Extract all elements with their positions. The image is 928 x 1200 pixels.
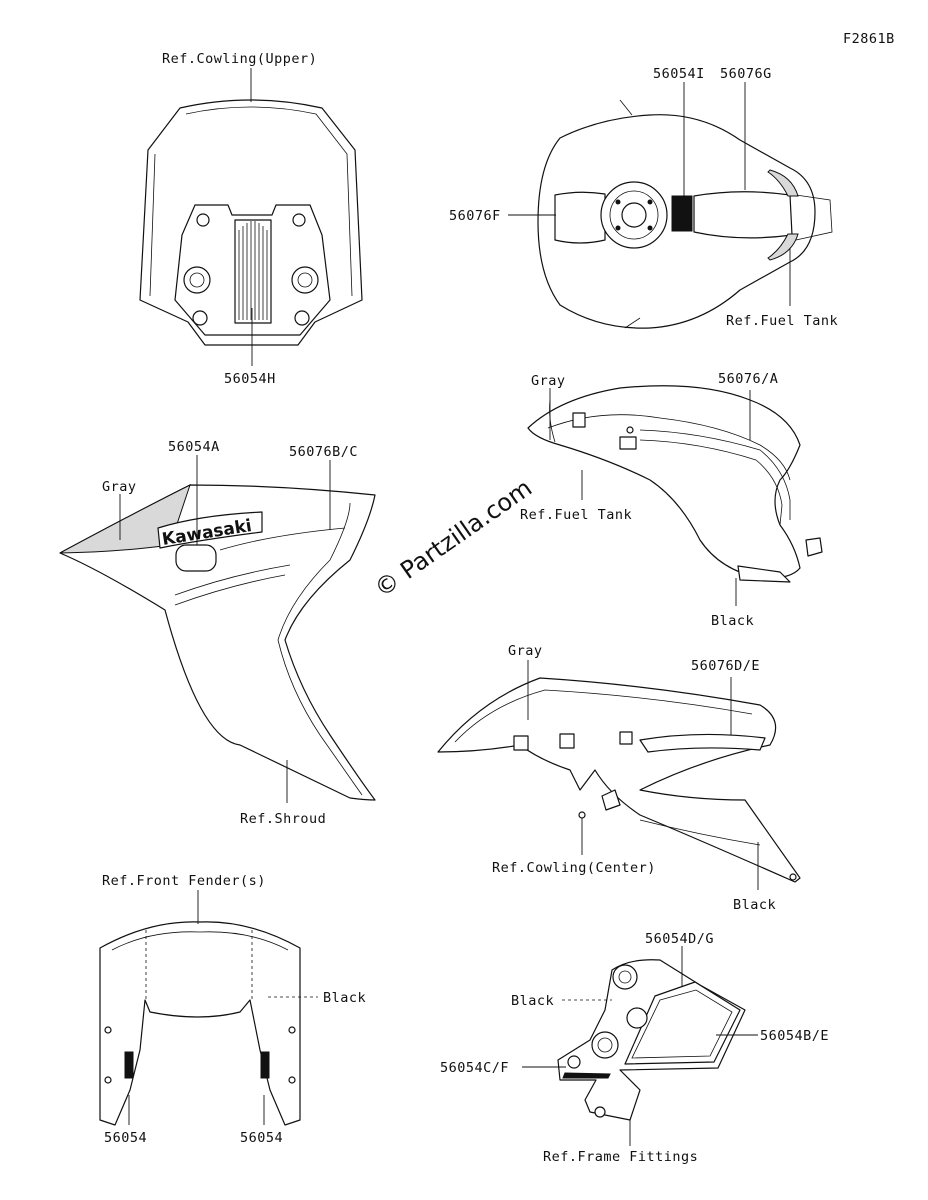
cowling-center-shape [437, 677, 801, 883]
label-56054BE: 56054B/E [760, 1028, 829, 1044]
fuel-tank-black-decal [737, 565, 791, 583]
label-gray-1: Gray [531, 373, 566, 389]
label-56076BC: 56076B/C [289, 444, 358, 460]
front-fender-group [99, 921, 301, 1126]
label-56054DG: 56054D/G [645, 931, 714, 947]
label-black-4: Black [511, 993, 554, 1009]
label-56054CF: 56054C/F [440, 1060, 509, 1076]
label-fuel-tank-1: Ref.Fuel Tank [726, 313, 838, 329]
label-56054-right: 56054 [240, 1130, 283, 1146]
label-56054A: 56054A [168, 439, 220, 455]
label-gray-3: Gray [508, 643, 543, 659]
fuel-cap [621, 202, 647, 228]
frame-fittings-group [557, 959, 746, 1121]
label-gray-2: Gray [102, 479, 137, 495]
fuel-tank-side-group [527, 385, 823, 583]
kawasaki-decal [157, 511, 263, 549]
fuel-tank-top-group [537, 99, 833, 329]
label-fuel-tank-2: Ref.Fuel Tank [520, 507, 632, 523]
label-black-1: Black [711, 613, 754, 629]
frame-fitting-black-strip [562, 1072, 611, 1079]
label-front-fender: Ref.Front Fender(s) [102, 873, 266, 889]
fuel-tank-stripe-right [693, 191, 793, 239]
fuel-tank-stripe-left [554, 191, 606, 244]
label-cowling-upper: Ref.Cowling(Upper) [162, 51, 317, 67]
label-black-3: Black [323, 990, 366, 1006]
label-56054-left: 56054 [104, 1130, 147, 1146]
decal-56054A [175, 544, 217, 572]
cowling-center-group [437, 677, 801, 883]
decal-56054-left [124, 1051, 134, 1079]
cowling-upper-group [139, 99, 363, 346]
label-shroud: Ref.Shroud [240, 811, 326, 827]
figure-code: F2861B [843, 31, 895, 47]
label-56076G: 56076G [720, 66, 772, 82]
front-fender-shape [99, 921, 301, 1126]
label-56076DE: 56076D/E [691, 658, 760, 674]
watermark: © Partzilla.com [369, 474, 537, 603]
label-frame-fittings: Ref.Frame Fittings [543, 1149, 698, 1165]
label-black-2: Black [733, 897, 776, 913]
frame-fitting-decal [624, 981, 741, 1065]
fuel-tank-side-shape [527, 385, 801, 579]
shroud-shape [59, 484, 376, 801]
decal-56076DE [639, 733, 766, 753]
shroud-group: Kawasaki [59, 484, 376, 801]
label-cowling-center: Ref.Cowling(Center) [492, 860, 656, 876]
label-56054I: 56054I [653, 66, 705, 82]
decal-56054-right [260, 1051, 270, 1079]
label-56054H: 56054H [224, 371, 276, 387]
cowling-center-decal [234, 219, 272, 324]
shroud-gray-area [59, 484, 191, 554]
label-56076F: 56076F [449, 208, 501, 224]
decal-56054I [671, 195, 693, 232]
cowling-decal-stripes [238, 221, 268, 320]
label-56076A: 56076/A [718, 371, 778, 387]
